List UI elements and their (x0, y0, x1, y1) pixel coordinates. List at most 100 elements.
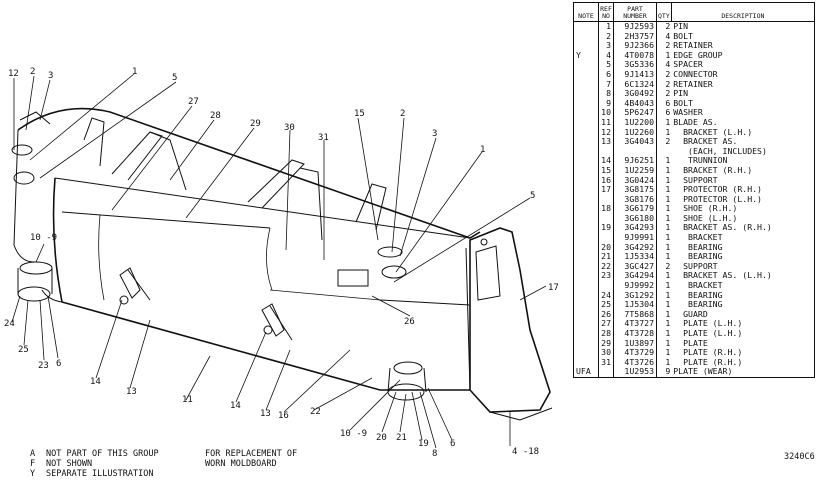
cell-description: PIN (671, 21, 816, 32)
callout-24: 24 (4, 319, 15, 329)
cell-ref-no: 26 (598, 309, 614, 320)
callout-2: 2 (30, 67, 35, 77)
cell-part-number: 9J6251 (613, 156, 657, 166)
cell-part-number: 9J9991 (613, 232, 657, 243)
cell-qty: 1 (665, 49, 671, 60)
cell-part-number: 7T5868 (613, 309, 657, 320)
cell-ref-no: 31 (598, 357, 614, 368)
cell-qty: 1 (665, 318, 671, 329)
header-part-number: PART NUMBER (613, 2, 657, 22)
header-qty: QTY (656, 2, 672, 22)
cell-part-number: 4T3729 (613, 348, 657, 358)
parts-table-header: NOTE REF NO PART NUMBER QTY DESCRIPTION (573, 2, 816, 22)
callout-29: 29 (250, 119, 261, 129)
cell-qty: 1 (665, 164, 671, 175)
cell-description: BEARING (671, 242, 816, 253)
cell-note (573, 194, 599, 205)
cell-part-number: 4B4043 (613, 98, 657, 109)
cell-part-number: 1U3897 (613, 338, 657, 349)
cell-qty: 1 (665, 174, 671, 185)
callout-2: 2 (400, 109, 405, 119)
cell-description: BOLT (671, 31, 816, 42)
cell-description: PLATE (L.H.) (671, 328, 816, 339)
cell-ref-no: 12 (598, 127, 614, 138)
callout-31: 31 (318, 133, 329, 143)
legend-key: F (30, 459, 36, 469)
callout-26: 26 (404, 317, 415, 327)
cell-part-number: 3GC427 (613, 261, 657, 272)
cell-qty: 2 (665, 40, 671, 51)
callout-20: 20 (376, 433, 387, 443)
callout-19: 19 (418, 439, 429, 449)
cell-ref-no: 19 (598, 223, 614, 234)
cell-ref-no: 25 (598, 300, 614, 310)
callout-30: 30 (284, 123, 295, 133)
cell-note (573, 41, 599, 51)
cell-ref-no: 18 (598, 204, 614, 214)
cell-ref-no: 1 (598, 21, 614, 32)
cell-ref-no: 4 (598, 50, 614, 61)
callout-1: 1 (480, 145, 485, 155)
cell-description: BEARING (671, 290, 816, 301)
cell-note (573, 271, 599, 282)
cell-part-number (613, 146, 657, 157)
callout-14: 14 (90, 377, 101, 387)
cell-ref-no (598, 213, 614, 224)
callout-25: 25 (18, 345, 29, 355)
cell-ref-no: 9 (598, 98, 614, 109)
cell-part-number: 4T3728 (613, 328, 657, 339)
cell-part-number: 6C1324 (613, 79, 657, 90)
cell-ref-no: 11 (598, 117, 614, 128)
cell-description: SUPPORT (671, 175, 816, 186)
trunnion-right (261, 303, 293, 341)
cell-part-number: 9J1413 (613, 69, 657, 80)
cell-part-number: 3G0424 (613, 175, 657, 186)
cell-description: PLATE (R.H.) (671, 348, 816, 358)
cell-note (573, 98, 599, 109)
cell-description: CONNECTOR (671, 69, 816, 80)
cell-qty: 1 (665, 299, 671, 310)
cell-ref-no: 8 (598, 89, 614, 99)
cell-qty: 4 (665, 59, 671, 70)
cell-description: SHOE (R.H.) (671, 204, 816, 214)
cell-description: BRACKET (R.H.) (671, 165, 816, 176)
cell-ref-no: 24 (598, 290, 614, 301)
header-ref-no: REF NO (598, 2, 614, 22)
callout-labels: 12 2 3 1 5 27 28 29 30 31 15 2 3 1 5 10 … (4, 67, 559, 459)
cell-note (573, 156, 599, 166)
legend-text: NOT SHOWN (46, 459, 93, 469)
cell-note (573, 261, 599, 272)
cell-part-number: 3G4292 (613, 242, 657, 253)
cell-ref-no: 15 (598, 165, 614, 176)
cell-description: PIN (671, 89, 816, 99)
cell-part-number: 1U2953 (613, 367, 657, 378)
cell-part-number: 1U2200 (613, 117, 657, 128)
cell-description: BRACKET AS. (R.H.) (671, 223, 816, 234)
cell-note (573, 108, 599, 118)
cell-note (573, 300, 599, 310)
cell-qty: 1 (665, 280, 671, 291)
callout-13: 13 (126, 387, 137, 397)
callout-23: 23 (38, 361, 49, 371)
cell-qty: 2 (665, 260, 671, 271)
cell-ref-no: 29 (598, 338, 614, 349)
cell-ref-no: 30 (598, 348, 614, 358)
cell-qty: 1 (665, 222, 671, 233)
cell-note (573, 223, 599, 234)
right-end-plate (465, 227, 553, 421)
cell-qty: 1 (665, 193, 671, 204)
cell-qty: 1 (665, 270, 671, 281)
